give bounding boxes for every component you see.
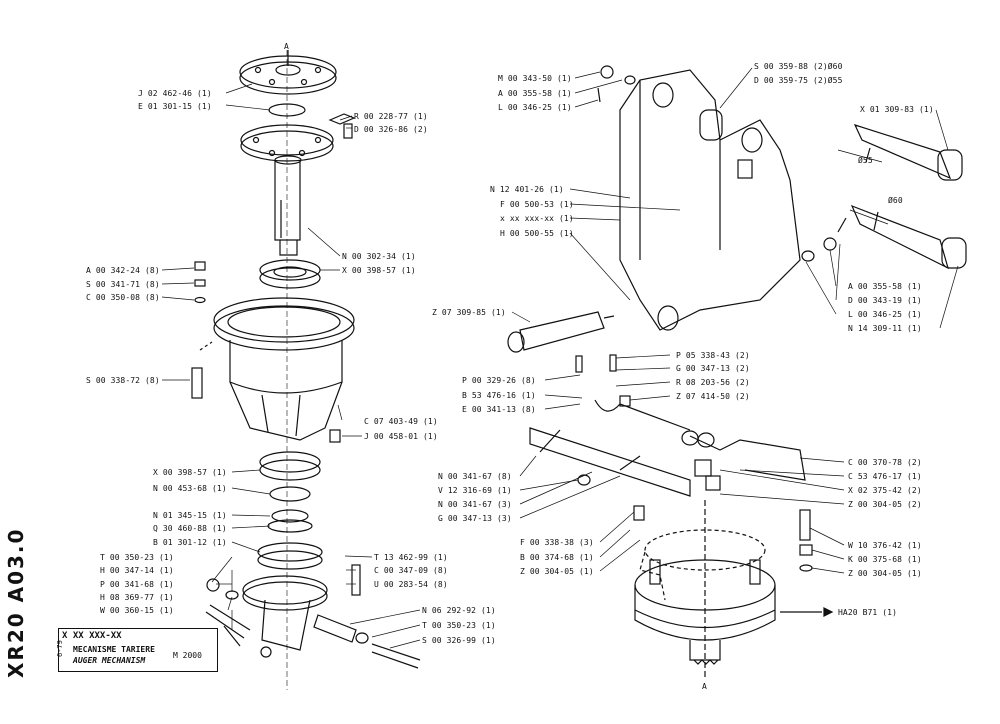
- part-label: N 00 341-67 (3): [438, 500, 512, 509]
- part-label: T 00 350-23 (1): [422, 621, 496, 630]
- part-label: N 14 309-11 (1): [848, 324, 922, 333]
- part-label: Z 00 304-05 (1): [848, 569, 922, 578]
- part-label: X 01 309-83 (1): [860, 105, 934, 114]
- diameter-55-marker: Ø55: [858, 156, 873, 165]
- part-label: Z 00 304-05 (1): [520, 567, 594, 576]
- part-label: H 08 369-77 (1): [100, 593, 174, 602]
- part-label: x xx xxx-xx (1): [500, 214, 574, 223]
- part-label: A 00 355-58 (1): [498, 89, 572, 98]
- part-label: G 00 347-13 (2): [676, 364, 750, 373]
- part-label: S 00 338-72 (8): [86, 376, 160, 385]
- part-label: A 00 342-24 (8): [86, 266, 160, 275]
- part-label: F 00 500-53 (1): [500, 200, 574, 209]
- part-label: J 02 462-46 (1): [138, 89, 212, 98]
- part-label: N 06 292-92 (1): [422, 606, 496, 615]
- part-label: P 00 341-68 (1): [100, 580, 174, 589]
- part-label: R 08 203-56 (2): [676, 378, 750, 387]
- part-label: Z 07 414-50 (2): [676, 392, 750, 401]
- section-marker-bottom: A: [702, 682, 707, 691]
- part-label: S 00 359-88 (2)Ø60: [754, 62, 843, 71]
- part-label: C 00 350-08 (8): [86, 293, 160, 302]
- title-english: AUGER MECHANISM: [73, 656, 146, 665]
- part-label: V 12 316-69 (1): [438, 486, 512, 495]
- part-label: S 00 326-99 (1): [422, 636, 496, 645]
- part-label: N 00 341-67 (8): [438, 472, 512, 481]
- part-label: U 00 283-54 (8): [374, 580, 448, 589]
- part-label: M 00 343-50 (1): [498, 74, 572, 83]
- part-label: A 00 355-58 (1): [848, 282, 922, 291]
- part-label: N 12 401-26 (1): [490, 185, 564, 194]
- part-label: B 00 374-68 (1): [520, 553, 594, 562]
- part-label: R 00 228-77 (1): [354, 112, 428, 121]
- part-label: Q 30 460-88 (1): [153, 524, 227, 533]
- part-label: Z 00 304-05 (2): [848, 500, 922, 509]
- part-label: C 00 370-78 (2): [848, 458, 922, 467]
- section-marker-top: A: [284, 42, 289, 51]
- part-label: W 00 360-15 (1): [100, 606, 174, 615]
- part-label: E 01 301-15 (1): [138, 102, 212, 111]
- part-label: H 00 500-55 (1): [500, 229, 574, 238]
- part-label: G 00 347-13 (3): [438, 514, 512, 523]
- part-label: C 53 476-17 (1): [848, 472, 922, 481]
- part-label: C 00 347-09 (8): [374, 566, 448, 575]
- title-french: MECANISME TARIERE: [73, 645, 155, 654]
- part-label: P 00 329-26 (8): [462, 376, 536, 385]
- part-label: HA20 B71 (1): [838, 608, 897, 617]
- part-label: X 00 398-57 (1): [342, 266, 416, 275]
- part-label: T 13 462-99 (1): [374, 553, 448, 562]
- part-label: D 00 359-75 (2)Ø55: [754, 76, 843, 85]
- part-label: Z 07 309-85 (1): [432, 308, 506, 317]
- part-label: F 00 338-38 (3): [520, 538, 594, 547]
- part-label: N 00 302-34 (1): [342, 252, 416, 261]
- part-label: K 00 375-68 (1): [848, 555, 922, 564]
- part-label: D 00 326-86 (2): [354, 125, 428, 134]
- part-label: C 07 403-49 (1): [364, 417, 438, 426]
- part-label: W 10 376-42 (1): [848, 541, 922, 550]
- part-label: L 00 346-25 (1): [498, 103, 572, 112]
- diameter-60-marker: Ø60: [888, 196, 903, 205]
- part-label: N 01 345-15 (1): [153, 511, 227, 520]
- part-label: T 00 350-23 (1): [100, 553, 174, 562]
- part-label: D 00 343-19 (1): [848, 296, 922, 305]
- revision-date: 6-79: [56, 640, 64, 657]
- part-label: H 00 347-14 (1): [100, 566, 174, 575]
- model-number: M 2000: [173, 651, 202, 660]
- part-label: S 00 341-71 (8): [86, 280, 160, 289]
- part-label: B 01 301-12 (1): [153, 538, 227, 547]
- part-label: X 02 375-42 (2): [848, 486, 922, 495]
- part-label: P 05 338-43 (2): [676, 351, 750, 360]
- part-label: X 00 398-57 (1): [153, 468, 227, 477]
- title-block-code: X XX XXX-XX: [62, 631, 122, 641]
- part-label: B 53 476-16 (1): [462, 391, 536, 400]
- title-block: X XX XXX-XX MECANISME TARIERE AUGER MECH…: [56, 628, 218, 672]
- part-label: N 00 453-68 (1): [153, 484, 227, 493]
- drawing-reference-code: XR20 A03.0: [4, 527, 28, 678]
- part-label: L 00 346-25 (1): [848, 310, 922, 319]
- part-label: E 00 341-13 (8): [462, 405, 536, 414]
- part-label: J 00 458-01 (1): [364, 432, 438, 441]
